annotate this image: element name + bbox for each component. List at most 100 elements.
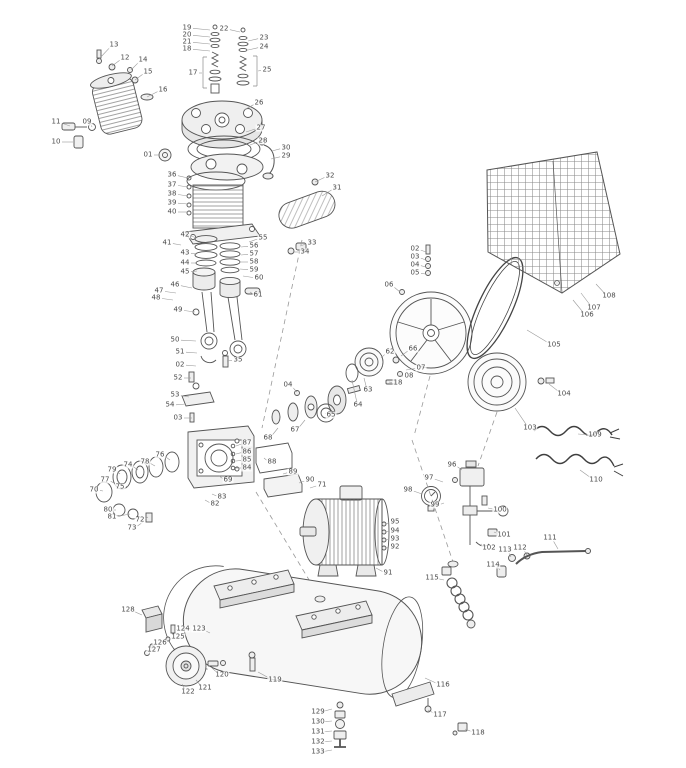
leader-line-77	[110, 481, 115, 484]
leader-line-57	[240, 254, 249, 256]
leader-line-129	[323, 708, 333, 712]
leader-line-94	[384, 531, 390, 533]
leader-line-05	[420, 273, 427, 275]
piston-rings-drawing	[194, 235, 241, 274]
leader-line-48	[161, 298, 174, 301]
tank-leg-drawing	[391, 681, 435, 707]
leader-line-55	[248, 238, 258, 243]
leader-line-90	[298, 480, 305, 484]
leader-line-74	[133, 466, 139, 471]
leader-line-131	[323, 730, 333, 732]
tank-pulley-drawing	[467, 352, 555, 412]
leader-line-95	[384, 522, 390, 525]
leader-line-26	[243, 104, 254, 111]
leader-line-02	[420, 249, 427, 253]
leader-line-50	[180, 339, 197, 342]
leader-line-63	[363, 377, 367, 387]
leader-line-27	[245, 128, 256, 133]
flywheel-bolt-drawing	[399, 244, 431, 295]
air-filter-drawing	[90, 72, 143, 135]
leader-line-122	[181, 683, 185, 689]
cylinder-head-drawing	[181, 100, 263, 149]
leader-line-37	[177, 185, 189, 188]
pressure-switch-drawing	[452, 460, 509, 547]
leader-line-78	[150, 463, 156, 467]
leader-line-28	[249, 141, 258, 146]
leader-line-24	[247, 47, 259, 51]
leader-line-33	[299, 243, 307, 247]
leader-line-62	[380, 353, 386, 359]
leader-line-79	[117, 471, 121, 475]
leader-line-45	[190, 270, 198, 272]
leader-line-88	[263, 457, 267, 461]
leader-line-04	[420, 265, 427, 268]
leader-line-56	[240, 246, 249, 248]
leader-line-21	[192, 42, 211, 45]
leader-line-65	[325, 412, 327, 414]
aftercooler-drawing	[278, 178, 336, 255]
leader-line-38	[177, 194, 189, 197]
leader-line-35	[226, 360, 233, 362]
leader-line-96	[457, 466, 463, 471]
leader-line-99	[440, 502, 445, 505]
cylinder-drawing	[184, 171, 261, 245]
leader-line-133	[323, 749, 333, 752]
leader-line-29	[270, 156, 281, 160]
leader-line-13	[98, 47, 110, 60]
leader-line-115	[437, 578, 445, 581]
electric-motor-drawing	[299, 485, 390, 577]
leader-line-128	[133, 611, 143, 616]
leader-line-87	[235, 443, 242, 447]
leader-line-59	[239, 268, 249, 270]
valve-stack-drawing	[208, 24, 250, 94]
leader-line-82	[204, 499, 210, 503]
leader-line-22	[229, 29, 241, 33]
leader-line-18	[388, 381, 393, 383]
leader-line-106	[572, 299, 584, 313]
leader-line-69	[218, 475, 223, 479]
leader-line-51	[185, 351, 198, 354]
leader-line-60	[242, 275, 254, 278]
leader-line-81	[117, 513, 131, 517]
leader-line-109	[577, 433, 590, 436]
leader-line-97	[434, 478, 444, 483]
flywheel-drawing	[389, 291, 473, 375]
leader-line-30	[271, 148, 281, 152]
leader-line-18	[192, 49, 211, 52]
drain-valve-drawing	[333, 701, 347, 748]
plate-bolt-drawing	[248, 651, 256, 672]
discharge-hose-drawing	[441, 566, 476, 629]
intake-fitting-drawing	[61, 122, 96, 149]
leader-line-12	[111, 59, 121, 67]
leader-line-73	[137, 521, 144, 527]
leader-line-76	[165, 456, 171, 461]
crankcase-cover-drawing	[255, 442, 303, 498]
leader-line-07	[405, 368, 416, 371]
leader-line-11	[61, 122, 71, 127]
leader-line-31	[321, 189, 332, 197]
power-cords-drawing	[533, 425, 624, 477]
sight-glass-inner	[162, 152, 168, 158]
leader-line-92	[384, 547, 390, 549]
leader-line-36	[177, 175, 189, 179]
sight-glass-drawing	[158, 148, 172, 162]
leader-line-32	[314, 177, 325, 183]
crankshaft-drawing	[271, 384, 361, 425]
leader-line-91	[375, 567, 383, 572]
leader-line-39	[177, 202, 189, 205]
leader-line-93	[384, 539, 390, 541]
rubber-foot-drawing	[141, 605, 176, 656]
leader-line-103	[514, 407, 527, 425]
crankcase-drawing	[187, 425, 255, 489]
leader-line-86	[235, 452, 242, 455]
leader-line-23	[247, 38, 259, 42]
leader-line-42	[190, 235, 198, 239]
leader-line-107	[580, 292, 591, 306]
leader-line-61	[249, 291, 253, 294]
leader-line-100	[487, 507, 495, 510]
wheel-drawing	[165, 645, 226, 687]
leader-line-49	[183, 310, 196, 313]
leader-line-41	[172, 243, 182, 246]
